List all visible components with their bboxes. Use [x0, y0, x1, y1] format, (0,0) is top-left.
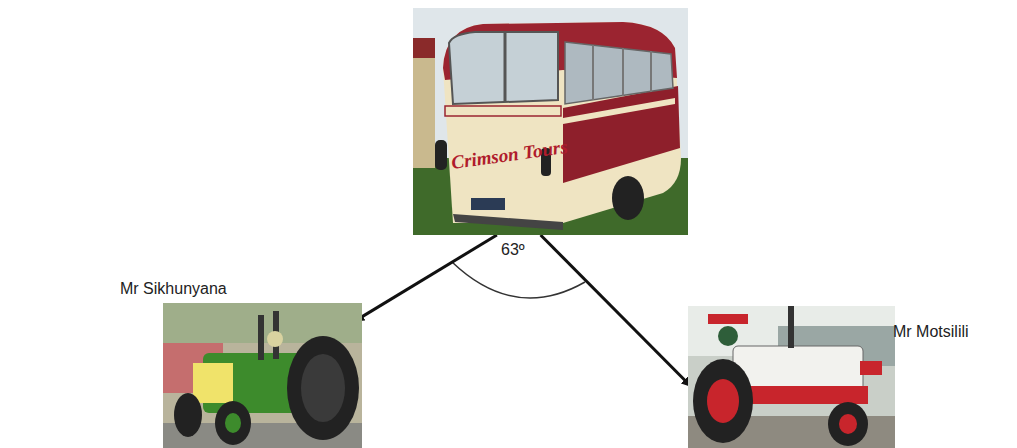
- person-name: Mr Motsilili: [893, 322, 969, 341]
- angle-label: 63º: [500, 240, 526, 259]
- bus-photo: Crimson Tours: [413, 8, 688, 235]
- arrow-connector: [541, 235, 690, 386]
- photo-illustration: [413, 8, 688, 235]
- photo-illustration: [163, 303, 362, 448]
- tractor-photo: Mr Sikhunyana: [163, 303, 362, 448]
- person-name: Mr Sikhunyana: [120, 279, 227, 298]
- arrow-connector: [356, 235, 497, 320]
- photo-illustration: [688, 306, 895, 448]
- angle-arc: [452, 262, 585, 298]
- tractor-photo: Mr Motsilili: [688, 306, 895, 448]
